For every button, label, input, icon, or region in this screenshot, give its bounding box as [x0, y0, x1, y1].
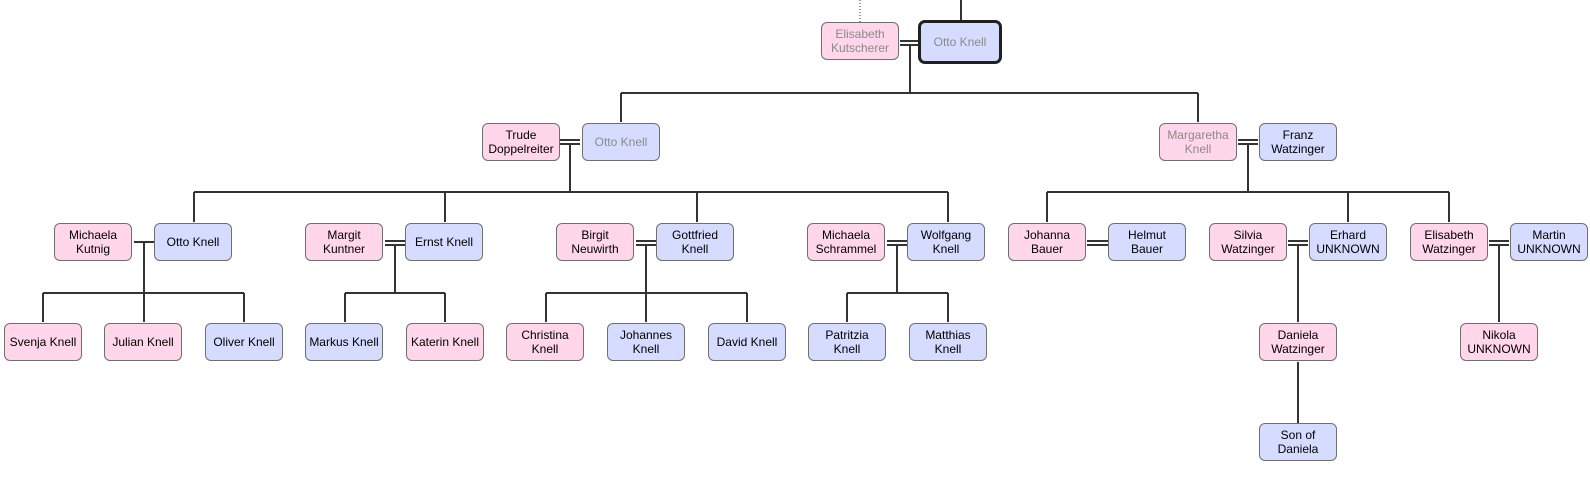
person-ernst-knell[interactable]: Ernst Knell	[405, 223, 483, 261]
person-martin-unknown[interactable]: Martin UNKNOWN	[1510, 223, 1588, 261]
person-johannes-knell[interactable]: Johannes Knell	[607, 323, 685, 361]
person-matthias-knell[interactable]: Matthias Knell	[909, 323, 987, 361]
person-erhard-unknown[interactable]: Erhard UNKNOWN	[1309, 223, 1387, 261]
person-michaela-kutnig[interactable]: Michaela Kutnig	[54, 223, 132, 261]
person-otto-knell-root[interactable]: Otto Knell	[918, 20, 1002, 64]
person-helmut-bauer[interactable]: Helmut Bauer	[1108, 223, 1186, 261]
person-elisabeth-watzinger[interactable]: Elisabeth Watzinger	[1410, 223, 1488, 261]
person-nikola-unknown[interactable]: Nikola UNKNOWN	[1460, 323, 1538, 361]
person-son-of-daniela[interactable]: Son of Daniela	[1259, 423, 1337, 461]
person-gottfried-knell[interactable]: Gottfried Knell	[656, 223, 734, 261]
person-birgit-neuwirth[interactable]: Birgit Neuwirth	[556, 223, 634, 261]
person-david-knell[interactable]: David Knell	[708, 323, 786, 361]
person-otto-knell-gen1[interactable]: Otto Knell	[582, 123, 660, 161]
person-julian-knell[interactable]: Julian Knell	[104, 323, 182, 361]
person-daniela-watzinger[interactable]: Daniela Watzinger	[1259, 323, 1337, 361]
person-wolfgang-knell[interactable]: Wolfgang Knell	[907, 223, 985, 261]
person-franz-watzinger[interactable]: Franz Watzinger	[1259, 123, 1337, 161]
person-katerin-knell[interactable]: Katerin Knell	[406, 323, 484, 361]
person-johanna-bauer[interactable]: Johanna Bauer	[1008, 223, 1086, 261]
person-elisabeth-kutscherer[interactable]: Elisabeth Kutscherer	[821, 22, 899, 60]
person-oliver-knell[interactable]: Oliver Knell	[205, 323, 283, 361]
person-margaretha-knell[interactable]: Margaretha Knell	[1159, 123, 1237, 161]
person-michaela-schrammel[interactable]: Michaela Schrammel	[807, 223, 885, 261]
person-svenja-knell[interactable]: Svenja Knell	[4, 323, 82, 361]
person-christina-knell[interactable]: Christina Knell	[506, 323, 584, 361]
person-otto-knell-gen2[interactable]: Otto Knell	[154, 223, 232, 261]
person-silvia-watzinger[interactable]: Silvia Watzinger	[1209, 223, 1287, 261]
person-margit-kuntner[interactable]: Margit Kuntner	[305, 223, 383, 261]
person-trude-doppelreiter[interactable]: Trude Doppelreiter	[482, 123, 560, 161]
person-patritzia-knell[interactable]: Patritzia Knell	[808, 323, 886, 361]
person-markus-knell[interactable]: Markus Knell	[305, 323, 383, 361]
